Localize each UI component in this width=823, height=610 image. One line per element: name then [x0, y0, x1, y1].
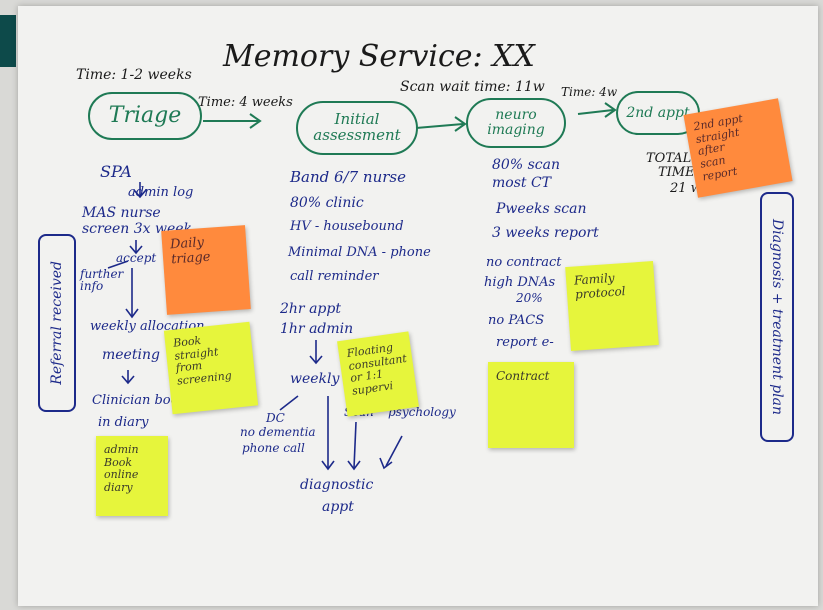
neuro-item-20-percent: 20% [516, 291, 543, 305]
initial-item-reminder: call reminder [290, 269, 379, 284]
initial-item-phone-call: phone call [242, 441, 305, 455]
sticky-family-protocol: Family protocol [565, 261, 659, 351]
initial-item-appt: appt [322, 499, 354, 515]
initial-item-hv: HV - housebound [290, 219, 404, 234]
initial-item-diagnostic: diagnostic [300, 477, 374, 493]
neuro-item-high-dnas: high DNAs [484, 275, 556, 290]
time-triage-label: Time: 1-2 weeks [76, 67, 192, 83]
triage-item-further-info: further info [80, 267, 124, 293]
referral-received-label: Referral received [49, 261, 65, 385]
triage-item-in-diary: in diary [98, 415, 149, 430]
initial-item-dna: Minimal DNA - phone [288, 245, 431, 260]
initial-item-band: Band 6/7 nurse [290, 168, 406, 186]
sticky-daily-triage: Daily triage [161, 225, 251, 315]
diagnosis-plan-label: Diagnosis + treatment plan [769, 219, 785, 415]
time-to-second-label: Time: 4w [561, 85, 618, 99]
triage-item-meeting: meeting [102, 347, 160, 363]
initial-item-dc: DC [266, 411, 285, 425]
side-accent-bar [0, 15, 16, 67]
neuro-item-most-ct: most CT [492, 175, 552, 191]
sticky-contract: Contract [488, 362, 574, 448]
triage-item-admin-log: admin log [128, 185, 194, 200]
arrow-to-further-info [107, 260, 129, 269]
arrow-scan-to-diagnostic [353, 421, 357, 469]
arrow-neuro-to-2nd [577, 109, 614, 115]
diagnosis-plan-box: Diagnosis + treatment plan [760, 192, 794, 442]
neuro-item-no-contract: no contract [486, 255, 562, 270]
sticky-book-straight: Book straight from screening [163, 321, 259, 415]
arrow-initial-to-neuro [415, 123, 464, 129]
triage-cloud: Triage [88, 92, 202, 140]
initial-item-no-dementia: no dementia [240, 425, 316, 439]
initial-item-clinic: 80% clinic [290, 195, 364, 211]
arrow-to-dc [279, 395, 299, 411]
initial-assessment-cloud: Initial assessment [296, 101, 418, 155]
triage-item-accept: accept [116, 251, 157, 265]
initial-item-psychology: psychology [388, 405, 456, 419]
total-time-1: TOTAL [646, 151, 692, 166]
initial-item-1hr: 1hr admin [280, 321, 354, 337]
neuro-item-report: report e- [496, 335, 554, 350]
initial-item-weekly: weekly [290, 371, 340, 387]
scan-wait-label: Scan wait time: 11w [400, 79, 545, 95]
neuro-item-weeks-scan: Pweeks scan [496, 201, 587, 217]
arrow-psych-to-diagnostic [385, 435, 403, 467]
total-time-2: TIME [658, 165, 695, 180]
triage-item-clinician-book: Clinician book [92, 393, 187, 408]
sticky-admin-book: admin Book online diary [96, 436, 168, 516]
sticky-second-appt: 2nd appt straight after scan report [683, 98, 793, 198]
triage-item-spa: SPA [100, 162, 132, 181]
arrows-layer [107, 102, 617, 471]
neuro-item-80-scan: 80% scan [492, 157, 560, 173]
sticky-floating-consultant: Floating consultant or 1:1 supervi [337, 331, 419, 417]
neuro-item-no-pacs: no PACS [488, 313, 545, 328]
initial-item-2hr: 2hr appt [280, 301, 341, 317]
neuro-item-weeks-report: 3 weeks report [492, 225, 599, 241]
neuro-imaging-cloud: neuro imaging [466, 98, 566, 148]
triage-item-mas-nurse: MAS nurse [82, 205, 161, 221]
referral-received-box: Referral received [38, 234, 76, 412]
time-to-initial-label: Time: 4 weeks [198, 95, 293, 110]
page-title: Memory Service: XX [223, 39, 535, 74]
flipchart-paper: Memory Service: XX Time: 1-2 weeks Time:… [18, 6, 818, 606]
